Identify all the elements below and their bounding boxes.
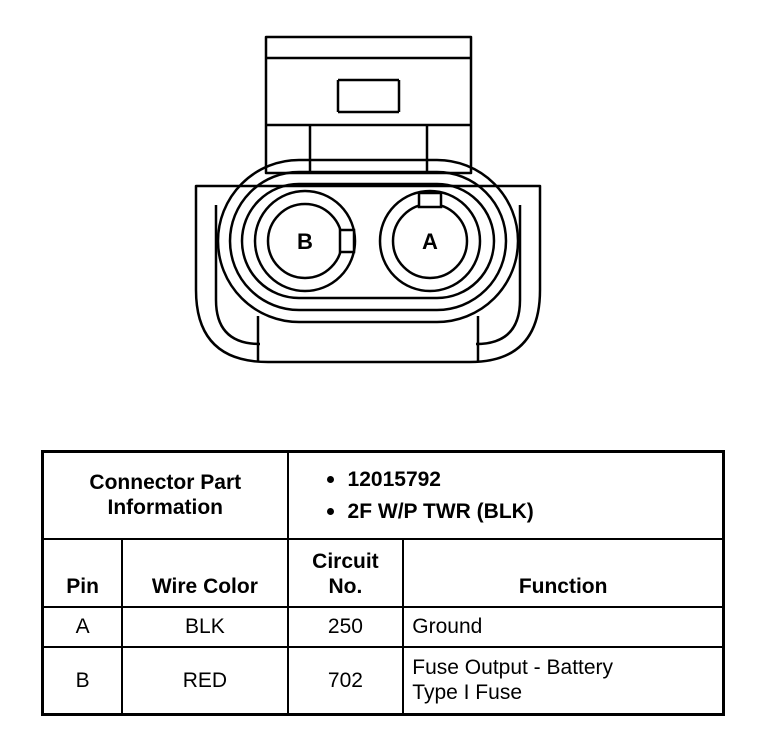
table-row: A BLK 250 Ground: [41, 605, 725, 648]
column-header-row: Pin Wire Color Circuit No. Function: [41, 537, 725, 608]
bullet-icon: [326, 475, 334, 483]
part-info-heading-line2: Information: [107, 496, 224, 520]
connector-info-table: Connector Part Information 12015792 2F W…: [41, 450, 725, 716]
pin-a-label: A: [422, 229, 438, 254]
function-cell: Ground: [402, 605, 725, 648]
connector-face-drawing: B A: [194, 35, 542, 364]
part-description: 2F W/P TWR (BLK): [347, 499, 534, 523]
col-header-circuit-line1: Circuit: [312, 550, 379, 574]
function-line2: Type I Fuse: [412, 681, 522, 705]
table-row: B RED 702 Fuse Output - Battery Type I F…: [41, 645, 725, 716]
part-info-heading: Connector Part Information: [41, 450, 289, 540]
pin-cell: A: [41, 605, 124, 648]
col-header-wire-color: Wire Color: [121, 537, 289, 608]
col-header-circuit: Circuit No.: [286, 537, 405, 608]
pin-b-label: B: [297, 229, 313, 254]
part-info-list: 12015792 2F W/P TWR (BLK): [286, 450, 725, 540]
part-info-row: Connector Part Information 12015792 2F W…: [41, 450, 725, 540]
function-line1: Fuse Output - Battery: [412, 656, 614, 680]
wire-color-cell: BLK: [121, 605, 289, 648]
part-info-item: 2F W/P TWR (BLK): [326, 495, 714, 527]
part-info-heading-line1: Connector Part: [89, 471, 242, 495]
pin-b-terminal: [253, 189, 357, 293]
circuit-cell: 702: [286, 645, 405, 716]
col-header-circuit-line2: No.: [328, 575, 363, 599]
col-header-pin: Pin: [41, 537, 124, 608]
col-header-function: Function: [402, 537, 725, 608]
function-line1: Ground: [412, 614, 483, 638]
part-info-item: 12015792: [326, 463, 714, 495]
terminal-cavity-outer: [216, 158, 520, 324]
circuit-cell: 250: [286, 605, 405, 648]
connector-body-outline: [194, 184, 542, 364]
wire-color-cell: RED: [121, 645, 289, 716]
bullet-icon: [326, 507, 334, 515]
pin-cell: B: [41, 645, 124, 716]
pin-a-terminal: [378, 189, 482, 293]
part-number: 12015792: [347, 467, 441, 491]
function-cell: Fuse Output - Battery Type I Fuse: [402, 645, 725, 716]
